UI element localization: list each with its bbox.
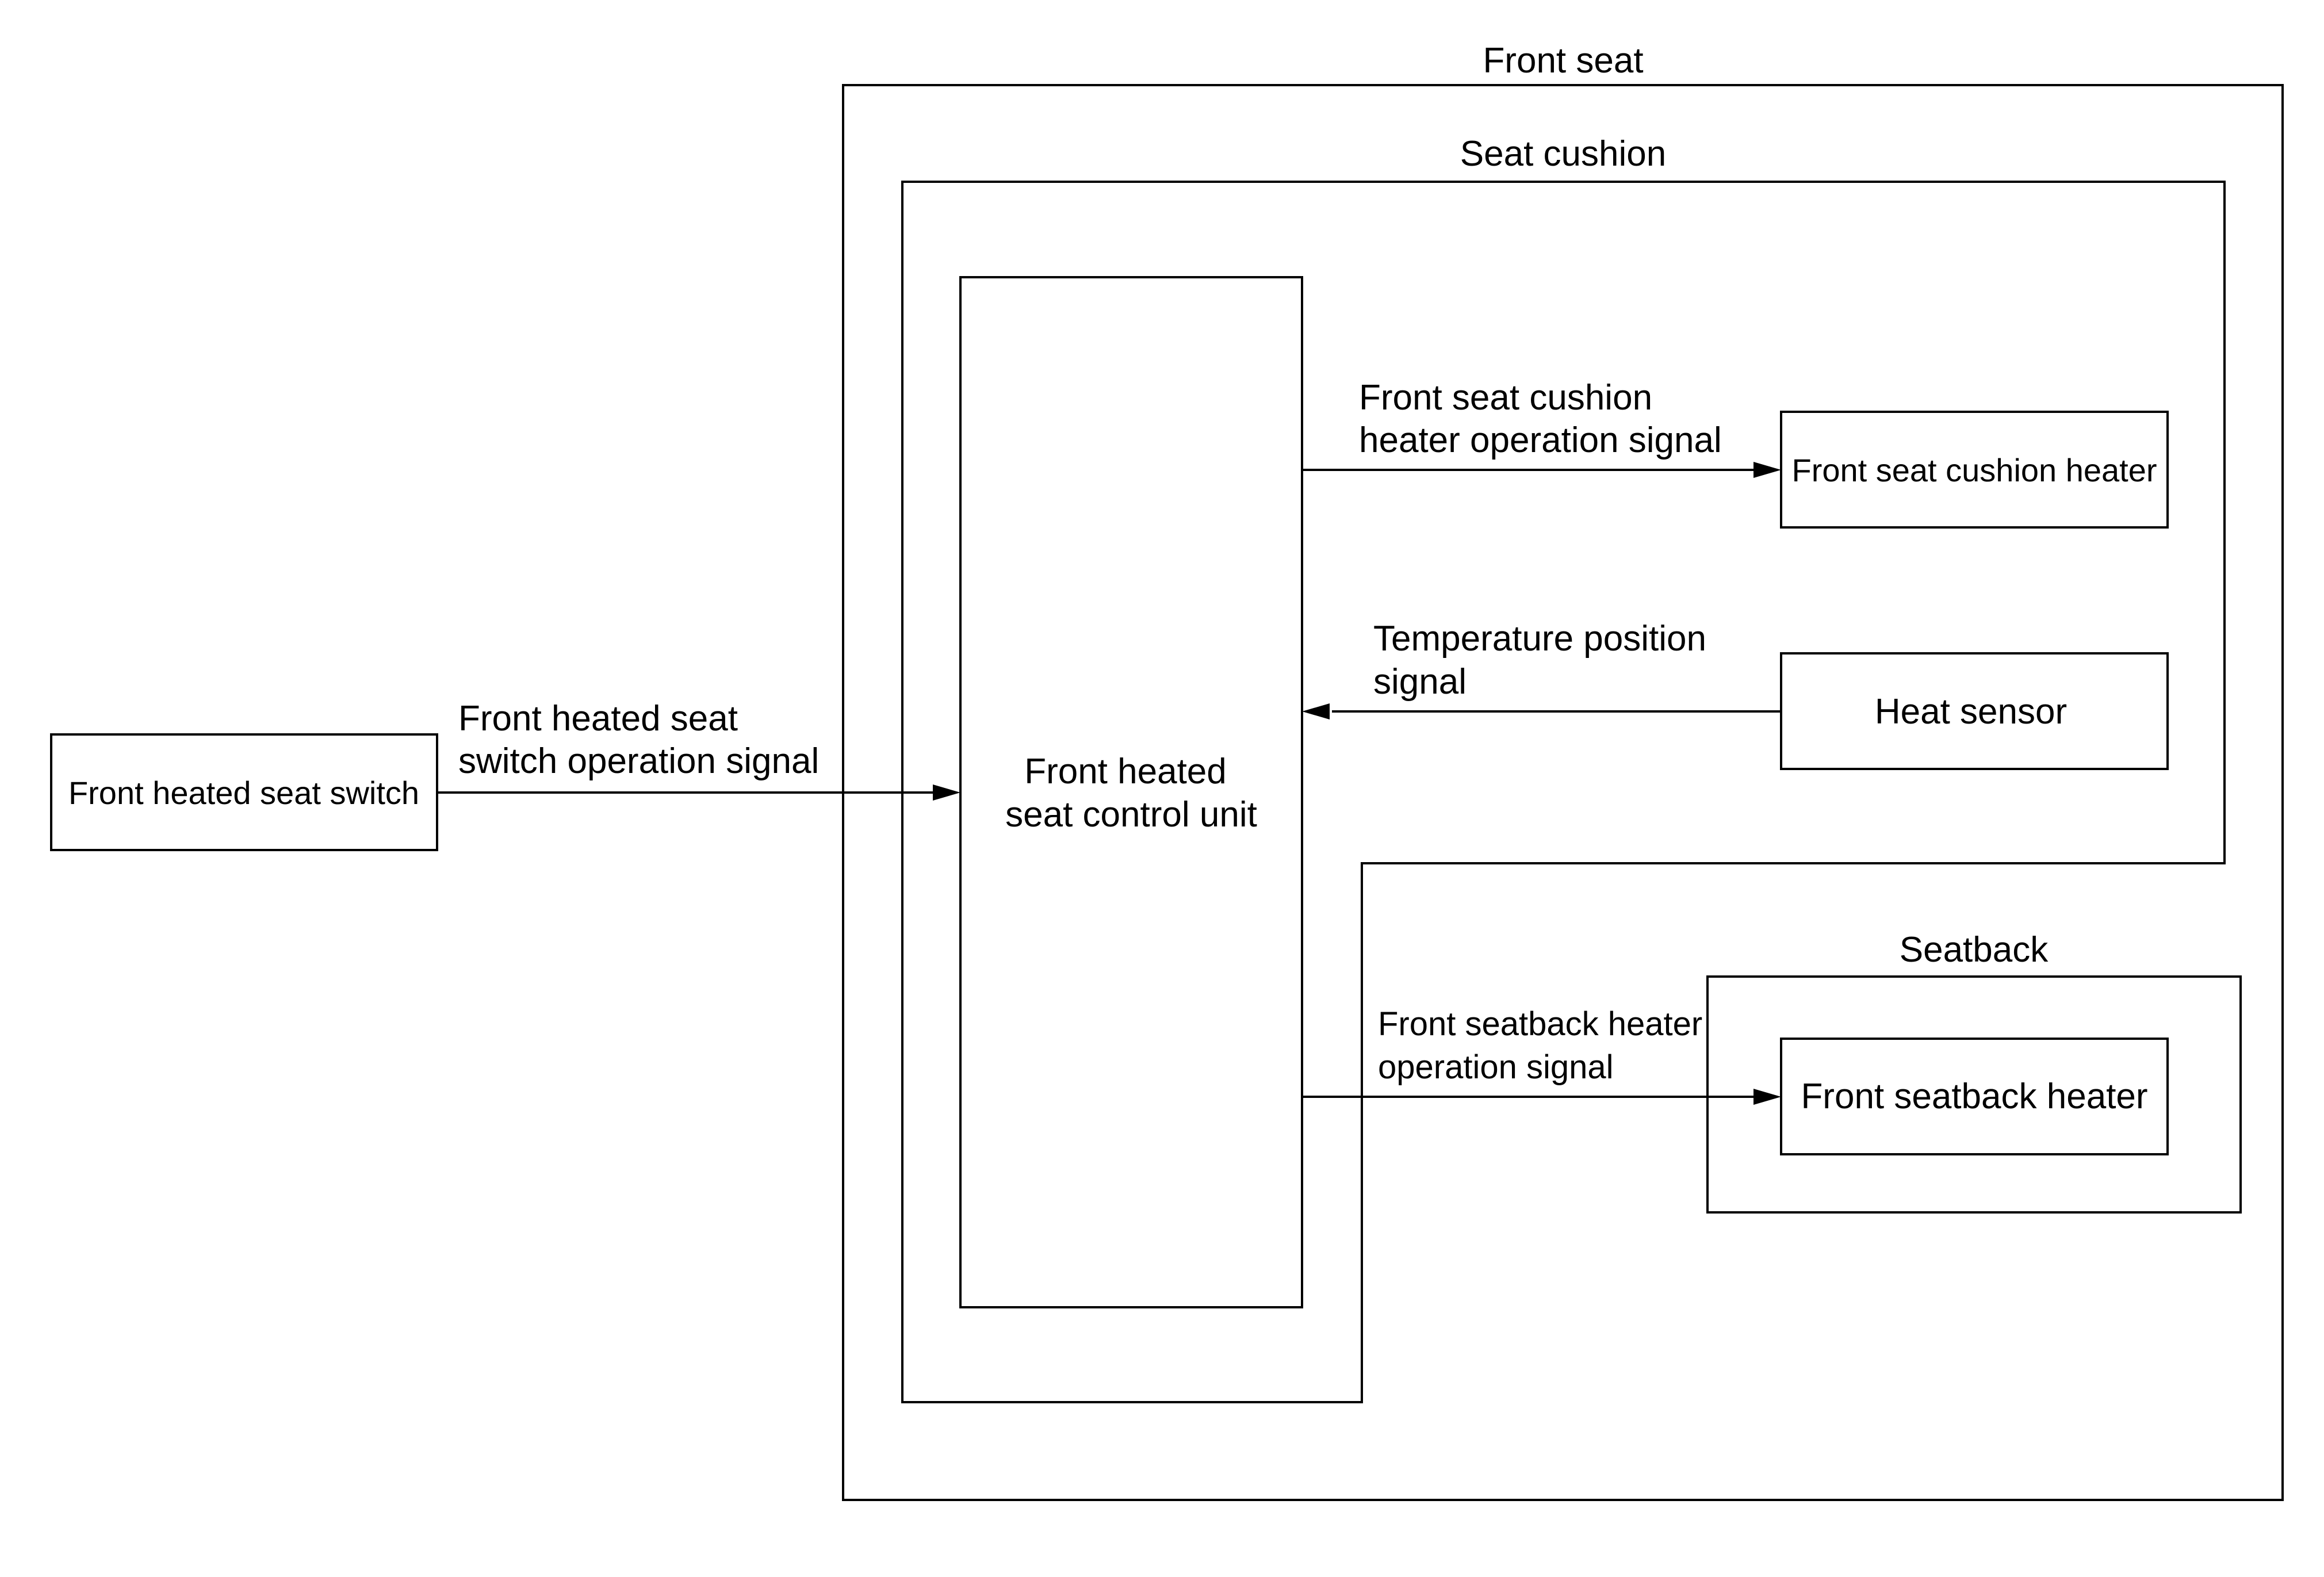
- seatback-frame: [1706, 975, 2242, 1214]
- switch-signal-label-line1: Front heated seat: [458, 699, 738, 738]
- seatback-signal-arrow: [1753, 1089, 1781, 1105]
- seatback-label: Seatback: [1900, 930, 2049, 970]
- temperature-signal-label-line2: signal: [1373, 662, 1467, 702]
- switch-signal-arrow: [933, 784, 960, 801]
- cushion-signal-arrow: [1753, 462, 1781, 478]
- cushion-heater-label: Front seat cushion heater: [1791, 452, 2157, 488]
- seat-cushion-label: Seat cushion: [1460, 134, 1666, 174]
- seatback-heater-label: Front seatback heater: [1801, 1077, 2147, 1116]
- seat-cushion-frame: [901, 181, 2226, 1403]
- seatback-signal-label-line2: operation signal: [1378, 1048, 1614, 1086]
- temperature-signal-label-line1: Temperature position: [1373, 619, 1706, 659]
- control-unit-box: [959, 276, 1303, 1308]
- temperature-signal-arrow: [1302, 703, 1330, 719]
- switch-signal-label-line2: switch operation signal: [458, 741, 819, 781]
- front-seat-label: Front seat: [1483, 41, 1643, 81]
- cushion-signal-label-line1: Front seat cushion: [1359, 378, 1652, 418]
- front-heated-seat-switch-box: [50, 733, 438, 851]
- front-heated-seat-switch-label: Front heated seat switch: [68, 775, 419, 811]
- seatback-heater-box: [1780, 1038, 2169, 1155]
- cushion-heater-box: [1780, 411, 2169, 529]
- control-unit-label-line2: seat control unit: [1005, 795, 1257, 835]
- cushion-signal-label-line2: heater operation signal: [1359, 420, 1722, 460]
- heat-sensor-box: [1780, 652, 2169, 770]
- control-unit-label-line1: Front heated: [1024, 752, 1227, 791]
- seatback-signal-label-line1: Front seatback heater: [1378, 1005, 1702, 1043]
- heat-sensor-label: Heat sensor: [1875, 692, 2067, 732]
